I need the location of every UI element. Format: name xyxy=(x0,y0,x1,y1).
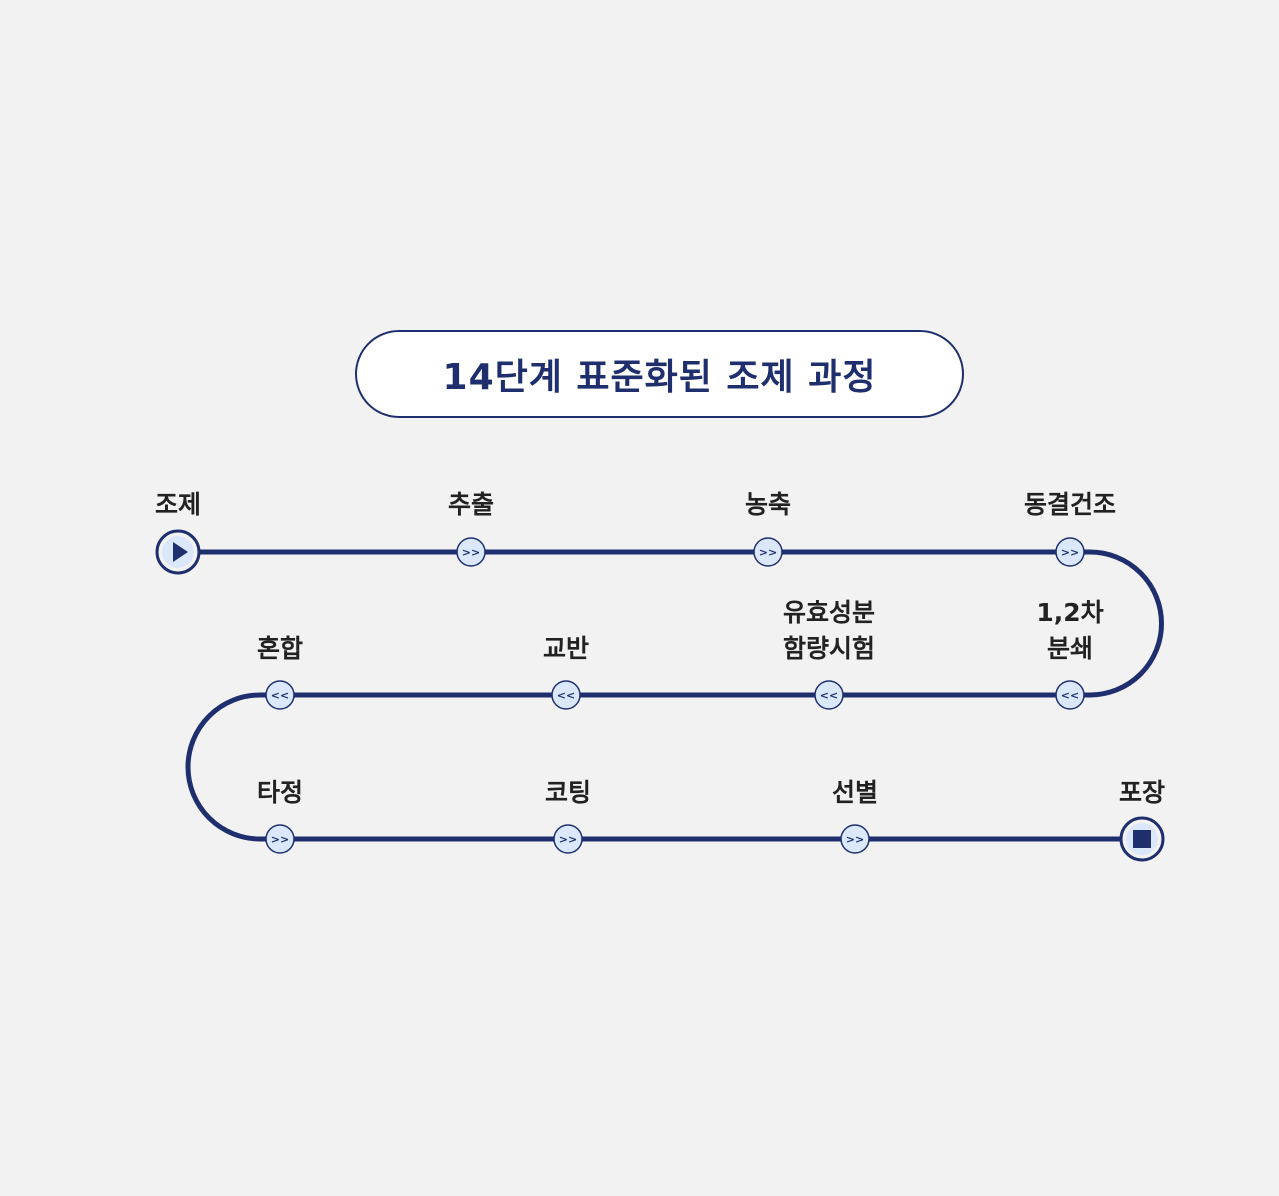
connector-line xyxy=(185,549,1164,842)
step-label: 혼합 xyxy=(256,634,304,663)
back-chevron-icon: << xyxy=(820,689,838,702)
step-label: 코팅 xyxy=(544,778,592,807)
forward-chevron-icon: >> xyxy=(1061,546,1079,559)
step-node: << xyxy=(551,680,581,710)
step-node: >> xyxy=(840,824,870,854)
step-node: << xyxy=(1055,680,1085,710)
step-label: 조제 xyxy=(154,490,202,519)
forward-chevron-icon: >> xyxy=(462,546,480,559)
step-label: 1,2차 분쇄 xyxy=(1036,598,1104,663)
step-node: >> xyxy=(553,824,583,854)
step-label: 추출 xyxy=(447,490,495,519)
step-circle xyxy=(1055,537,1085,567)
process-title: 14단계 표준화된 조제 과정 xyxy=(442,357,877,398)
step-circle xyxy=(753,537,783,567)
step-circle xyxy=(1055,680,1085,710)
step-label: 선별 xyxy=(831,778,879,807)
stop-icon xyxy=(1133,830,1151,848)
forward-chevron-icon: >> xyxy=(759,546,777,559)
play-icon xyxy=(173,542,188,562)
step-label: 농축 xyxy=(744,490,792,519)
step-label: 유효성분 함량시험 xyxy=(782,598,876,663)
step-node: >> xyxy=(456,537,486,567)
forward-chevron-icon: >> xyxy=(846,833,864,846)
process-title-box: 14단계 표준화된 조제 과정 xyxy=(355,330,964,418)
back-chevron-icon: << xyxy=(557,689,575,702)
step-circle xyxy=(840,824,870,854)
back-chevron-icon: << xyxy=(271,689,289,702)
step-label: 타정 xyxy=(256,778,304,807)
step-node: << xyxy=(814,680,844,710)
step-circle xyxy=(814,680,844,710)
step-label: 교반 xyxy=(542,634,590,663)
step-node: >> xyxy=(1055,537,1085,567)
step-circle xyxy=(551,680,581,710)
forward-chevron-icon: >> xyxy=(271,833,289,846)
step-node xyxy=(155,529,201,575)
step-circle xyxy=(265,680,295,710)
step-circle xyxy=(265,824,295,854)
step-node xyxy=(1119,816,1165,862)
step-node: << xyxy=(265,680,295,710)
step-label: 동결건조 xyxy=(1023,490,1117,519)
step-circle xyxy=(553,824,583,854)
step-node: >> xyxy=(265,824,295,854)
step-circle xyxy=(456,537,486,567)
back-chevron-icon: << xyxy=(1061,689,1079,702)
step-node: >> xyxy=(753,537,783,567)
step-label: 포장 xyxy=(1118,778,1166,807)
forward-chevron-icon: >> xyxy=(559,833,577,846)
